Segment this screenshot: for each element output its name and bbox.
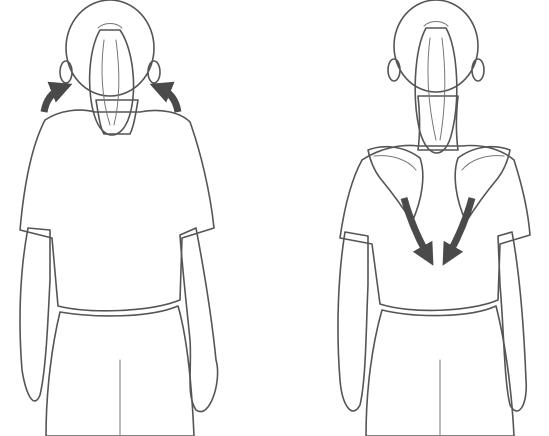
right-arm <box>180 228 218 412</box>
head <box>394 0 478 92</box>
arrow-up-right <box>160 88 178 112</box>
head <box>66 0 154 96</box>
arrow-down-left <box>404 198 428 256</box>
ponytail <box>415 28 457 153</box>
right-arm <box>498 232 526 411</box>
shirt <box>20 110 214 311</box>
shoulder-blade-left <box>368 147 423 222</box>
left-arm <box>20 228 50 401</box>
ponytail <box>90 30 134 135</box>
figure-shoulder-blades-lowered <box>338 0 530 436</box>
shoulder-blade-right <box>455 147 510 222</box>
figure-shoulders-raised <box>20 0 218 436</box>
arrow-up-left <box>44 88 62 112</box>
left-arm <box>338 232 368 411</box>
